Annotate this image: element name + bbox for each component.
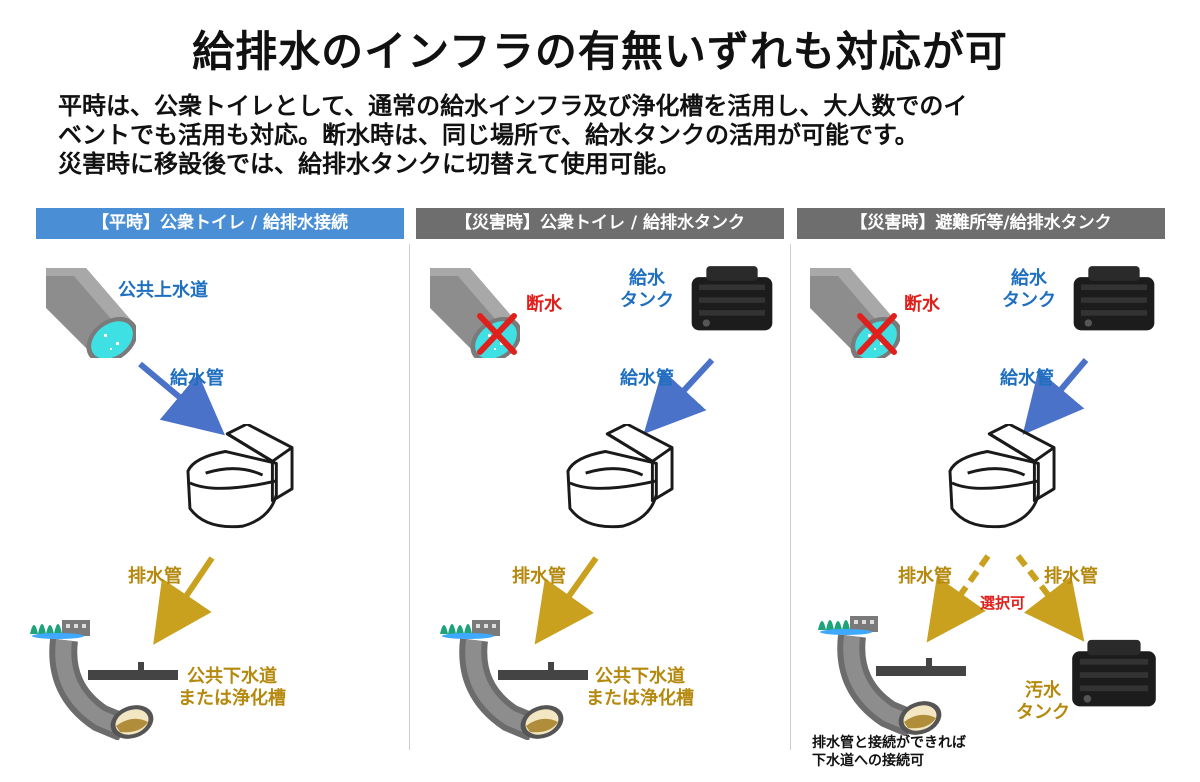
waste-tank-label: 汚水 タンク: [1016, 680, 1070, 724]
description-line-3: 災害時に移設後では、給排水タンクに切替えて使用可能。: [58, 150, 681, 178]
water-outage-label: 断水: [526, 294, 562, 315]
sewer-label-line-1: 公共下水道: [595, 666, 685, 687]
note-line-1: 排水管と接続ができれば: [812, 735, 966, 751]
water-outage-label: 断水: [904, 294, 940, 315]
panel-divider-1: [409, 244, 410, 750]
supply-pipe-label: 給水管: [170, 368, 224, 389]
water-tank-label-line-2: タンク: [620, 290, 674, 311]
sewer-label: 公共下水道 または浄化槽: [586, 666, 694, 710]
water-tank-label: 給水 タンク: [620, 268, 674, 312]
drain-pipe-label-right: 排水管: [1044, 566, 1098, 587]
sewer-connection-note: 排水管と接続ができれば 下水道への接続可: [812, 734, 966, 770]
supply-pipe-label: 給水管: [1000, 368, 1054, 389]
panel-divider-2: [790, 244, 791, 750]
selectable-label: 選択可: [980, 594, 1026, 612]
supply-pipe-label: 給水管: [620, 368, 674, 389]
waste-tank-label-line-2: タンク: [1016, 702, 1070, 723]
description: 平時は、公衆トイレとして、通常の給水インフラ及び浄化槽を活用し、大人数でのイ ベ…: [58, 92, 1158, 179]
description-line-2: ベントでも活用も対応。断水時は、同じ場所で、給水タンクの活用が可能です。: [58, 121, 919, 149]
water-tank-label-line-2: タンク: [1002, 290, 1056, 311]
page-title: 給排水のインフラの有無いずれも対応が可: [192, 27, 1008, 76]
sewer-label-line-2: または浄化槽: [178, 688, 286, 709]
drain-pipe-label: 排水管: [128, 566, 182, 587]
water-tank-label: 給水 タンク: [1002, 268, 1056, 312]
sewer-label-line-2: または浄化槽: [586, 688, 694, 709]
description-line-1: 平時は、公衆トイレとして、通常の給水インフラ及び浄化槽を活用し、大人数でのイ: [58, 92, 968, 120]
public-water-supply-label: 公共上水道: [118, 280, 208, 301]
water-tank-label-line-1: 給水: [629, 268, 665, 289]
sewer-label-line-1: 公共下水道: [187, 666, 277, 687]
drain-pipe-label: 排水管: [512, 566, 566, 587]
sewer-label: 公共下水道 または浄化槽: [178, 666, 286, 710]
panel-disaster-toilet-header: 【災害時】公衆トイレ / 給排水タンク: [416, 208, 784, 239]
panel-normal-header: 【平時】公衆トイレ / 給排水接続: [36, 208, 404, 239]
drain-pipe-label-left: 排水管: [898, 566, 952, 587]
waste-tank-label-line-1: 汚水: [1025, 680, 1061, 701]
water-tank-label-line-1: 給水: [1011, 268, 1047, 289]
panel-shelter-header: 【災害時】避難所等/給排水タンク: [797, 208, 1165, 239]
note-line-2: 下水道への接続可: [812, 753, 924, 769]
